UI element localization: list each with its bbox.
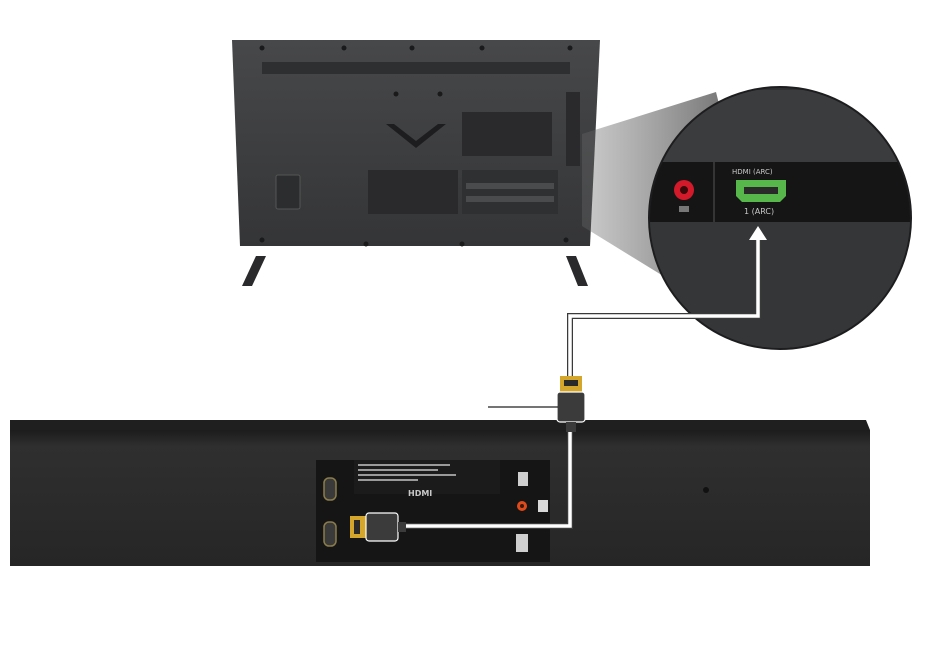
left-port-lower (324, 522, 336, 546)
side-port-column (566, 92, 580, 166)
tv-top-ridge (262, 62, 570, 74)
hdmi-logo-text: HDMI (408, 489, 432, 498)
vent-grille-lower-left (368, 170, 458, 214)
hdmi-port-number-label: 1 (ARC) (744, 207, 774, 216)
vent-grille-upper (462, 112, 552, 156)
mount-hole (703, 487, 709, 493)
zoom-callout: HDMI (ARC) 1 (ARC) (640, 87, 930, 362)
optical-port-icon (517, 501, 527, 511)
hdmi-port-icon (736, 180, 786, 202)
hdmi-connector-lower (350, 513, 406, 541)
tv-foot-left (242, 256, 266, 286)
usb-port (518, 472, 528, 486)
tv-rear (232, 40, 600, 286)
power-port (516, 534, 528, 552)
left-port-upper (324, 478, 336, 500)
soundbar-top (10, 420, 870, 430)
tv-foot-right (566, 256, 588, 286)
power-inlet (276, 175, 300, 209)
port-bay (462, 170, 558, 214)
hdmi-port-label: HDMI (ARC) (732, 168, 773, 176)
aux-port (538, 500, 548, 512)
soundbar: HDMI (10, 420, 870, 566)
